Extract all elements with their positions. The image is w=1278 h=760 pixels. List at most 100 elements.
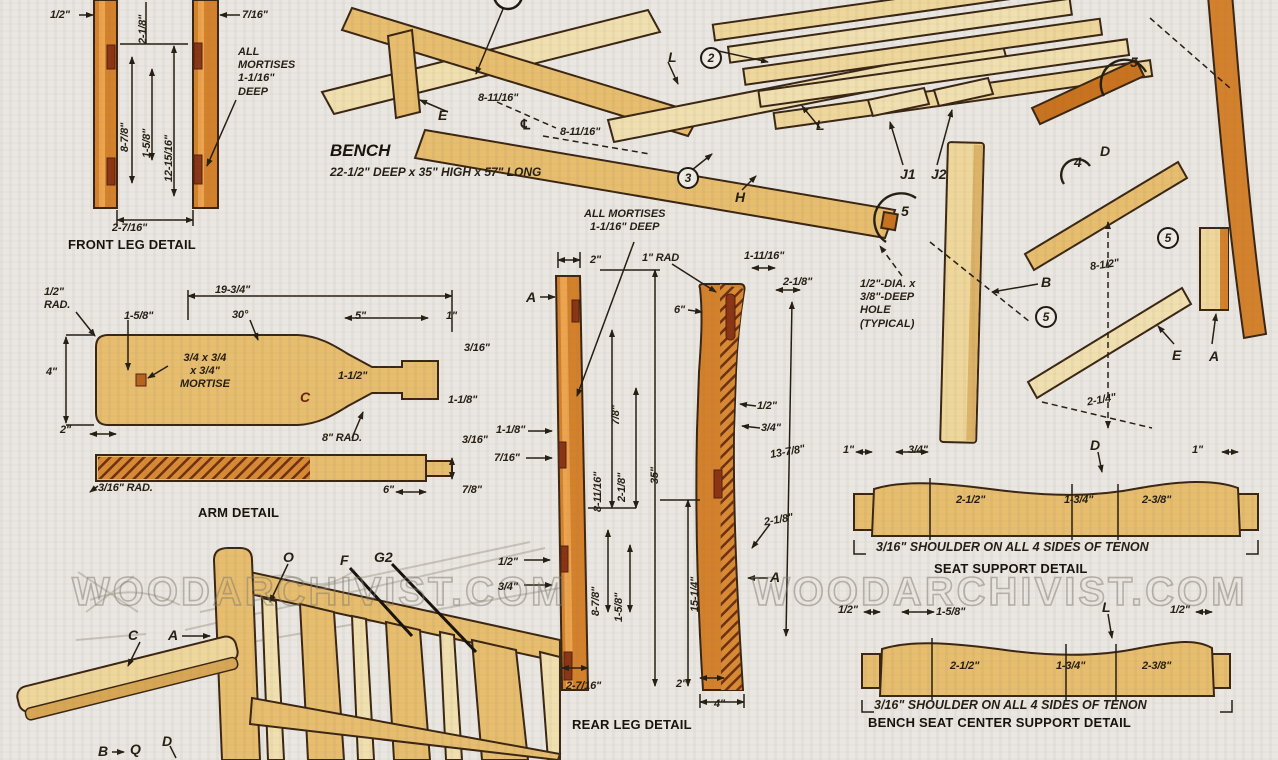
part-label-j2: J2 [931, 166, 947, 182]
rear-leg-detail-title: REAR LEG DETAIL [572, 717, 692, 732]
dim-label: 3/4" [908, 444, 928, 456]
dim-label: 2-1/2" [950, 660, 980, 672]
dim-label: 2-7/16" [112, 222, 148, 234]
part-label-e: E [1172, 347, 1182, 363]
dim-label: 1/2" [838, 604, 858, 616]
part-label-a: A [770, 569, 781, 585]
circled-step-5: 5 [1157, 227, 1179, 249]
mortise-depth-note: ALL MORTISES 1-1/16" DEEP [238, 46, 296, 98]
dim-label: 3/16" RAD. [98, 482, 153, 494]
center-support-drawing [861, 609, 1233, 713]
dim-label: 1" [843, 444, 854, 456]
step-label-5: 5 [901, 203, 909, 219]
step-label-4: 4 [1074, 154, 1082, 170]
dim-label: 1-3/4" [1056, 660, 1086, 672]
part-label-o: O [283, 549, 294, 565]
dim-label: 1/2" [757, 400, 777, 412]
dim-label: 19-3/4" [215, 284, 251, 296]
dim-label: 5" [355, 310, 366, 322]
part-label-l: L [816, 117, 825, 133]
part-label-b: B [1041, 274, 1052, 290]
part-label-a: A [168, 627, 179, 643]
dim-label: 8-7/8" [119, 122, 131, 152]
circled-step-3: 3 [677, 167, 699, 189]
hole-note: 1/2"-DIA. x 3/8"-DEEP HOLE (TYPICAL) [860, 278, 916, 330]
dim-label: 35" [649, 467, 661, 484]
dim-label: 12-15/16" [163, 135, 175, 182]
part-label-f: F [340, 552, 349, 568]
front-leg-drawing [79, 0, 240, 226]
dim-label: 6" [674, 304, 685, 316]
dim-label: 2-3/8" [1142, 660, 1172, 672]
part-label-g2: G2 [374, 549, 393, 565]
dim-label: 7/8" [610, 405, 622, 425]
dim-label: 4" [46, 366, 57, 378]
exploded-bench-drawing [320, 0, 1268, 444]
dim-label: 2-1/8" [616, 472, 628, 502]
front-leg-detail-title: FRONT LEG DETAIL [68, 237, 196, 252]
dim-label: 15-1/4" [689, 576, 701, 612]
circled-step-5: 5 [1035, 306, 1057, 328]
dim-label: 1-5/8" [124, 310, 154, 322]
dim-label: 1-5/8" [936, 606, 966, 618]
dim-label: 1-11/16" [744, 250, 785, 262]
part-label-a: A [526, 289, 537, 305]
dim-label: 8-11/16" [478, 92, 519, 104]
chair-drawing [16, 547, 562, 760]
dim-label: 1-5/8" [141, 128, 153, 158]
centerline-symbol: ℄ [521, 116, 530, 132]
radius-note: 1" RAD [642, 252, 680, 264]
circled-step-2: 2 [700, 47, 722, 69]
part-label-d: D [162, 733, 173, 749]
dim-label: 8-11/16" [592, 471, 604, 512]
part-label-a: A [1209, 348, 1220, 364]
part-label-q: Q [130, 741, 141, 757]
part-label-l: L [1102, 599, 1111, 615]
dim-label: 1/2" [50, 9, 70, 21]
dim-label: 1" [1192, 444, 1203, 456]
shoulder-note: 3/16" SHOULDER ON ALL 4 SIDES OF TENON [874, 698, 1147, 712]
dim-label: 3/4" [498, 581, 518, 593]
dim-label: 1/2" RAD. [44, 286, 71, 311]
seat-support-detail-title: SEAT SUPPORT DETAIL [934, 561, 1088, 576]
dim-label: 2" [590, 254, 601, 266]
dim-label: 8-11/16" [560, 126, 601, 138]
part-label-c: C [128, 627, 139, 643]
part-label-d: D [1090, 437, 1101, 453]
dim-label: 1/2" [498, 556, 518, 568]
dim-label: 2-1/8" [137, 14, 149, 44]
step-label-5: 5 [1130, 54, 1138, 70]
bench-title: BENCH [330, 141, 391, 160]
dim-label: 2" [676, 678, 687, 690]
watermark-text: WOODARCHIVIST.COM [71, 569, 568, 615]
arm-drawing [63, 290, 455, 495]
dim-label: 8" RAD. [322, 432, 362, 444]
center-support-detail-title: BENCH SEAT CENTER SUPPORT DETAIL [868, 715, 1132, 730]
arm-mortise-note: 3/4 x 3/4 x 3/4" MORTISE [180, 352, 230, 391]
bench-dimensions-subtitle: 22-1/2" DEEP x 35" HIGH x 57" LONG [330, 165, 542, 179]
part-label-b: B [98, 743, 109, 759]
part-label-h: H [735, 189, 746, 205]
part-label-l: L [668, 49, 677, 65]
dim-label: 3/16" [464, 342, 490, 354]
dim-label: 3/4" [761, 422, 781, 434]
seat-support-drawing [853, 449, 1259, 555]
dim-label: 30° [232, 309, 249, 321]
part-label-j1: J1 [900, 166, 916, 182]
dim-label: 1/2" [1170, 604, 1190, 616]
dim-label: 2" [60, 424, 71, 436]
dim-label: 1-1/8" [496, 424, 526, 436]
mortise-depth-note: ALL MORTISES 1-1/16" DEEP [584, 208, 666, 234]
dim-label: 3/16" [462, 434, 488, 446]
dim-label: 2-1/8" [783, 276, 813, 288]
dim-label: 1-3/4" [1064, 494, 1094, 506]
part-label-d: D [1100, 143, 1111, 159]
dim-label: 7/8" [462, 484, 482, 496]
watermark-text: WOODARCHIVIST.COM [751, 569, 1248, 615]
dim-label: 6" [383, 484, 394, 496]
dim-label: 8-7/8" [590, 586, 602, 616]
arm-detail-title: ARM DETAIL [198, 505, 280, 520]
part-label-e: E [438, 107, 448, 123]
